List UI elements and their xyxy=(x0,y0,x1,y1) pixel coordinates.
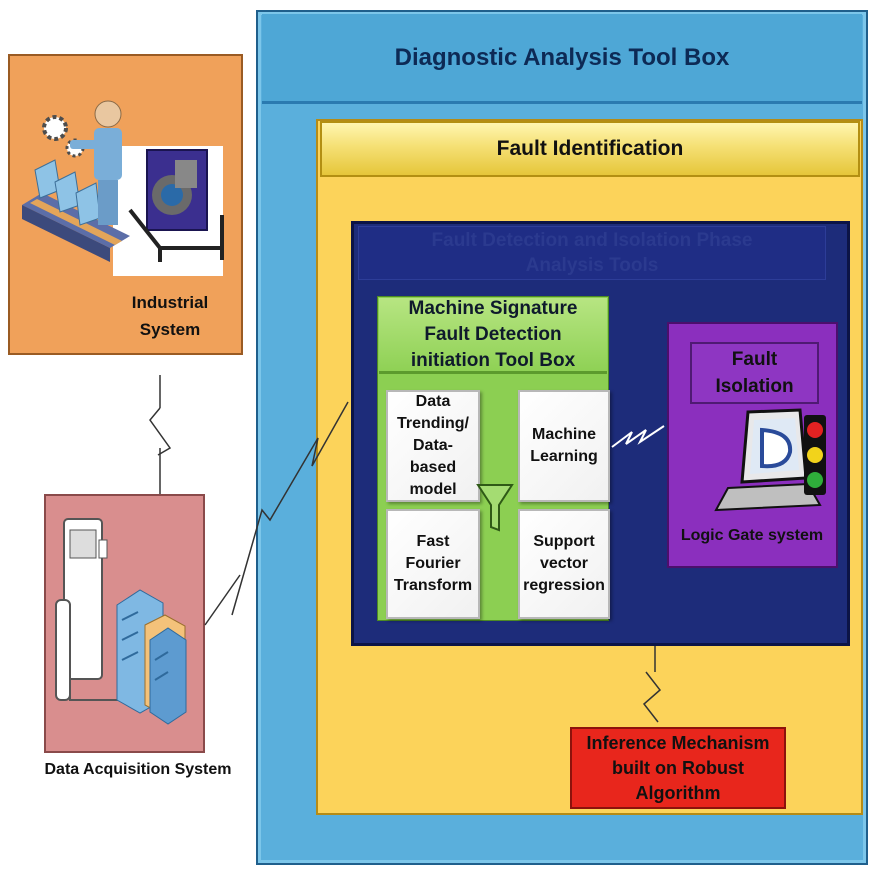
wireless-link-industrial-daq xyxy=(149,375,172,494)
fault-isolation-line-1: Fault xyxy=(731,349,778,370)
data-trending-line-4: based xyxy=(409,459,457,476)
logic-gate-label: Logic Gate system xyxy=(668,524,836,548)
machine-learning-line-2: Learning xyxy=(530,448,598,465)
fault-isolation-title: Fault Isolation xyxy=(690,342,819,404)
machine-learning-box: Machine Learning xyxy=(518,390,610,502)
data-trending-line-5: model xyxy=(409,481,457,498)
fft-line-1: Fast xyxy=(416,533,450,550)
signature-title-line-1: Machine Signature xyxy=(408,297,578,319)
inference-line-2: built on Robust xyxy=(612,757,744,778)
fault-isolation-line-2: Isolation xyxy=(715,376,794,397)
data-acquisition-box xyxy=(44,494,205,753)
fft-line-2: Fourier xyxy=(405,555,461,572)
svr-line-3: regression xyxy=(523,577,605,594)
diagnostic-tool-box-title: Diagnostic Analysis Tool Box xyxy=(262,14,862,104)
data-trending-box: Data Trending/ Data- based model xyxy=(386,390,480,502)
fault-identification-text: Fault Identification xyxy=(496,137,684,160)
diagnostic-tool-box-title-text: Diagnostic Analysis Tool Box xyxy=(394,43,730,71)
logic-gate-text: Logic Gate system xyxy=(680,527,824,544)
fft-box: Fast Fourier Transform xyxy=(386,509,480,619)
data-trending-line-1: Data xyxy=(415,393,451,410)
signature-title-line-3: initiation Tool Box xyxy=(410,349,576,371)
signature-title-line-2: Fault Detection xyxy=(424,323,562,345)
fdi-phase-title: Fault Detection and Isolation Phase Anal… xyxy=(358,226,826,280)
industrial-line-2: System xyxy=(139,320,201,339)
fault-identification-header: Fault Identification xyxy=(320,121,860,177)
svr-line-1: Support xyxy=(533,533,595,550)
signature-tool-box-title: Machine Signature Fault Detection initia… xyxy=(379,298,607,374)
inference-line-3: Algorithm xyxy=(635,782,721,803)
svr-line-2: vector xyxy=(539,555,589,572)
fdi-title-line-1: Fault Detection and Isolation Phase xyxy=(431,230,753,251)
data-trending-line-2: Trending/ xyxy=(397,415,469,432)
data-acquisition-label: Data Acquisition System xyxy=(20,758,256,782)
inference-mechanism-box: Inference Mechanism built on Robust Algo… xyxy=(570,727,786,809)
industrial-line-1: Industrial xyxy=(131,293,209,312)
fdi-title-line-2: Analysis Tools xyxy=(525,255,659,276)
data-trending-line-3: Data- xyxy=(412,437,453,454)
fft-line-3: Transform xyxy=(393,577,473,594)
data-acquisition-text: Data Acquisition System xyxy=(44,761,232,778)
industrial-system-label: Industrial System xyxy=(100,288,240,344)
machine-learning-line-1: Machine xyxy=(531,426,596,443)
inference-line-1: Inference Mechanism xyxy=(586,732,770,753)
svr-box: Support vector regression xyxy=(518,509,610,619)
